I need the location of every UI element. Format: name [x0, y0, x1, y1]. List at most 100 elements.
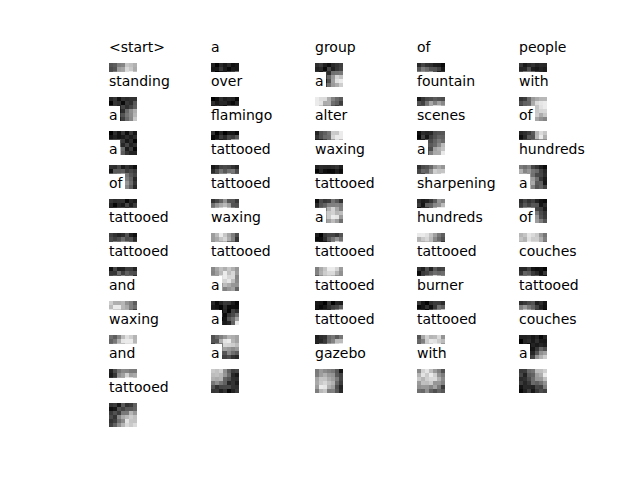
attention-cell — [227, 373, 231, 377]
attention-cell — [231, 131, 235, 135]
attention-cell — [323, 335, 327, 339]
attention-cell — [335, 101, 339, 105]
attention-cell — [235, 301, 239, 305]
attention-cell — [121, 335, 125, 339]
attention-cell — [121, 169, 125, 173]
attention-cell — [531, 199, 535, 203]
attention-cell — [117, 67, 121, 71]
attention-cell — [129, 117, 133, 121]
attention-cell — [335, 211, 339, 215]
attention-cell — [421, 237, 425, 241]
attention-cell — [125, 339, 129, 343]
attention-cell — [539, 67, 543, 71]
attention-cell — [327, 83, 331, 87]
attention-cell — [527, 63, 531, 67]
attention-cell — [227, 301, 231, 305]
attention-cell — [133, 237, 137, 241]
attention-cell — [231, 233, 235, 237]
attention-cell — [421, 335, 425, 339]
attention-cell — [425, 301, 429, 305]
attention-cell — [235, 343, 239, 347]
attention-cell — [531, 203, 535, 207]
attention-cell — [215, 339, 219, 343]
attention-cell — [421, 267, 425, 271]
attention-cell — [125, 199, 129, 203]
attention-cell — [543, 185, 547, 189]
attention-cell — [523, 301, 527, 305]
attention-cell — [235, 67, 239, 71]
attention-cell — [527, 97, 531, 101]
attention-cell — [539, 131, 543, 135]
attention-cell — [117, 169, 121, 173]
attention-cell — [519, 203, 523, 207]
attention-cell — [315, 135, 319, 139]
attention-cell — [433, 151, 437, 155]
attention-cell — [223, 313, 227, 317]
attention-cell — [441, 199, 445, 203]
attention-cell — [429, 139, 433, 143]
attention-cell — [437, 199, 441, 203]
attention-cell — [417, 63, 421, 67]
attention-cell — [421, 271, 425, 275]
attention-cell — [543, 219, 547, 223]
attention-cell — [215, 301, 219, 305]
attention-cell — [335, 301, 339, 305]
attention-cell — [417, 131, 421, 135]
attention-cell — [117, 233, 121, 237]
attention-cell — [543, 267, 547, 271]
attention-cell — [125, 135, 129, 139]
attention-cell — [417, 301, 421, 305]
attention-cell — [315, 233, 319, 237]
attention-cell — [527, 169, 531, 173]
attention-cell — [543, 109, 547, 113]
attention-cell — [327, 75, 331, 79]
attention-cell — [215, 267, 219, 271]
attention-cell — [133, 109, 137, 113]
attention-cell — [125, 185, 129, 189]
attention-cell — [331, 219, 335, 223]
attention-cell — [417, 305, 421, 309]
attention-cell — [519, 301, 523, 305]
attention-cell — [109, 63, 113, 67]
attention-cell — [227, 355, 231, 359]
attention-cell — [227, 135, 231, 139]
attention-cell — [331, 135, 335, 139]
attention-cell — [133, 373, 137, 377]
attention-cell — [211, 237, 215, 241]
attention-cell — [339, 71, 343, 75]
attention-cell — [543, 207, 547, 211]
attention-cell — [121, 305, 125, 309]
attention-cell — [433, 147, 437, 151]
attention-cell — [417, 267, 421, 271]
attention-cell — [527, 339, 531, 343]
attention-cell — [223, 203, 227, 207]
attention-cell — [315, 339, 319, 343]
attention-cell — [235, 267, 239, 271]
attention-cell — [531, 165, 535, 169]
attention-cell — [223, 351, 227, 355]
attention-cell — [223, 131, 227, 135]
attention-cell — [433, 101, 437, 105]
attention-cell — [425, 233, 429, 237]
attention-cell — [425, 203, 429, 207]
attention-cell — [331, 71, 335, 75]
attention-cell — [535, 215, 539, 219]
attention-cell — [231, 165, 235, 169]
attention-cell — [129, 143, 133, 147]
attention-cell — [129, 301, 133, 305]
attention-cell — [331, 233, 335, 237]
attention-cell — [429, 267, 433, 271]
attention-cell — [543, 335, 547, 339]
attention-cell — [133, 233, 137, 237]
attention-cell — [215, 135, 219, 139]
attention-cell — [327, 71, 331, 75]
attention-cell — [323, 165, 327, 169]
attention-cell — [117, 369, 121, 373]
attention-cell — [441, 63, 445, 67]
attention-cell — [231, 313, 235, 317]
attention-cell — [235, 203, 239, 207]
attention-cell — [211, 135, 215, 139]
attention-cell — [223, 283, 227, 287]
attention-cell — [319, 339, 323, 343]
attention-cell — [437, 339, 441, 343]
